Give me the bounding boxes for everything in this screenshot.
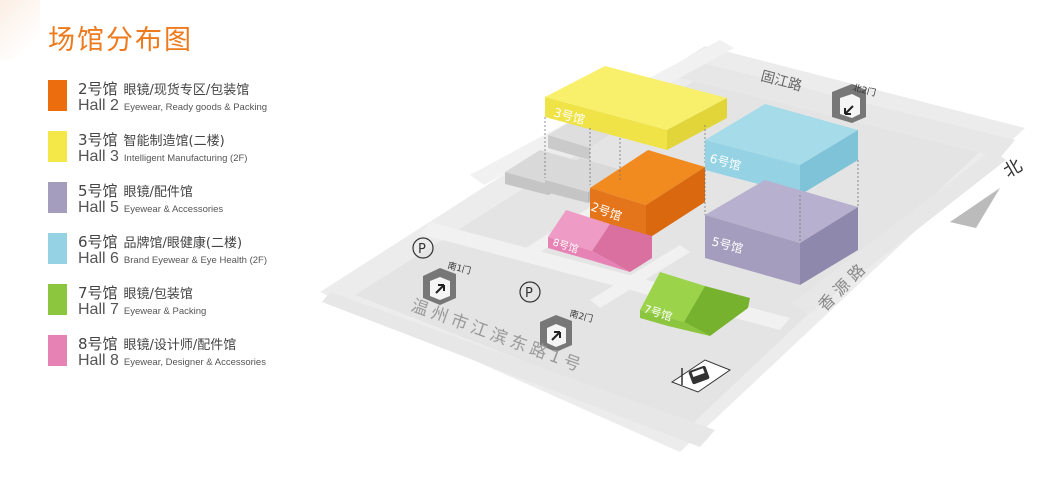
legend-swatch-hall2: [48, 80, 67, 111]
legend-hall5-en: Eyewear & Accessories: [123, 204, 224, 215]
legend-item-hall2: 2号馆眼镜/现货专区/包装馆 Hall 2 Eyewear, Ready good…: [48, 78, 328, 129]
legend-hall6-zh: 6号馆: [78, 233, 118, 251]
hall-6-building: [705, 104, 858, 195]
legend-item-hall7: 7号馆眼镜/包装馆 Hall 7 Eyewear & Packing: [48, 282, 328, 333]
legend-hall2-en: Eyewear, Ready goods & Packing: [123, 102, 268, 113]
legend-item-hall5: 5号馆眼镜/配件馆 Hall 5 Eyewear & Accessories: [48, 180, 328, 231]
legend-hall3-zh: 3号馆: [78, 131, 118, 149]
east-road: [792, 150, 1006, 315]
legend-hall7-en: Eyewear & Packing: [123, 306, 207, 317]
legend-item-hall6: 6号馆品牌馆/眼健康(二楼) Hall 6 Brand Eyewear & Eye…: [48, 231, 328, 282]
parking-icon-2: [519, 281, 541, 303]
parking-label-2: P: [525, 286, 533, 301]
hall-6-pillars: [704, 160, 859, 243]
legend-hall2-zh-desc: 眼镜/现货专区/包装馆: [123, 83, 250, 98]
legend-hall8-zh: 8号馆: [78, 335, 118, 353]
north-gate-icon: [832, 84, 866, 123]
legend-hall2-hall: Hall 2: [78, 97, 119, 114]
compass-arrow-icon: [950, 188, 1000, 228]
page-title: 场馆分布图: [48, 25, 193, 56]
legend-swatch-hall7: [48, 284, 67, 315]
legend-hall7-zh: 7号馆: [78, 284, 118, 302]
hall-2-building: [590, 150, 705, 240]
hall-7-building: [640, 272, 750, 336]
legend-item-hall8: 8号馆眼镜/设计师/配件馆 Hall 8 Eyewear, Designer & …: [48, 333, 328, 384]
legend-hall3-hall: Hall 3: [78, 148, 119, 165]
legend-hall2-zh: 2号馆: [78, 80, 118, 98]
legend-hall7-zh-desc: 眼镜/包装馆: [123, 287, 193, 302]
legend-hall8-en: Eyewear, Designer & Accessories: [123, 357, 266, 368]
legend-hall5-hall: Hall 5: [78, 199, 119, 216]
hall-5-building: [705, 180, 858, 285]
legend-hall6-zh-desc: 品牌馆/眼健康(二楼): [123, 236, 243, 251]
legend-swatch-hall5: [48, 182, 67, 213]
legend-hall6-hall: Hall 6: [78, 250, 119, 267]
legend-swatch-hall8: [48, 335, 67, 366]
legend-item-hall3: 3号馆智能制造馆(二楼) Hall 3 Intelligent Manufactu…: [48, 129, 328, 180]
legend-swatch-hall6: [48, 233, 67, 264]
hall-8-building: [548, 210, 652, 272]
legend-hall8-zh-desc: 眼镜/设计师/配件馆: [123, 338, 237, 353]
south-gate-2-icon: [540, 315, 572, 352]
inner-road-4: [590, 245, 690, 308]
corner-decoration: [0, 0, 40, 60]
parking-icon-1: [412, 237, 434, 259]
legend-hall3-en: Intelligent Manufacturing (2F): [123, 153, 248, 164]
legend-hall7-hall: Hall 7: [78, 301, 119, 318]
legend: 2号馆眼镜/现货专区/包装馆 Hall 2 Eyewear, Ready good…: [48, 78, 328, 384]
legend-hall5-zh: 5号馆: [78, 182, 118, 200]
legend-swatch-hall3: [48, 131, 67, 162]
south-road: [322, 292, 715, 447]
bus-stop-icon: [670, 359, 732, 393]
parking-label-1: P: [418, 242, 426, 257]
south-gate-1-icon: [423, 268, 456, 305]
legend-hall3-zh-desc: 智能制造馆(二楼): [123, 134, 225, 149]
legend-hall5-zh-desc: 眼镜/配件馆: [123, 185, 193, 200]
legend-hall6-en: Brand Eyewear & Eye Health (2F): [123, 255, 267, 266]
legend-hall8-hall: Hall 8: [78, 352, 119, 369]
hall-3-building: [545, 66, 727, 150]
